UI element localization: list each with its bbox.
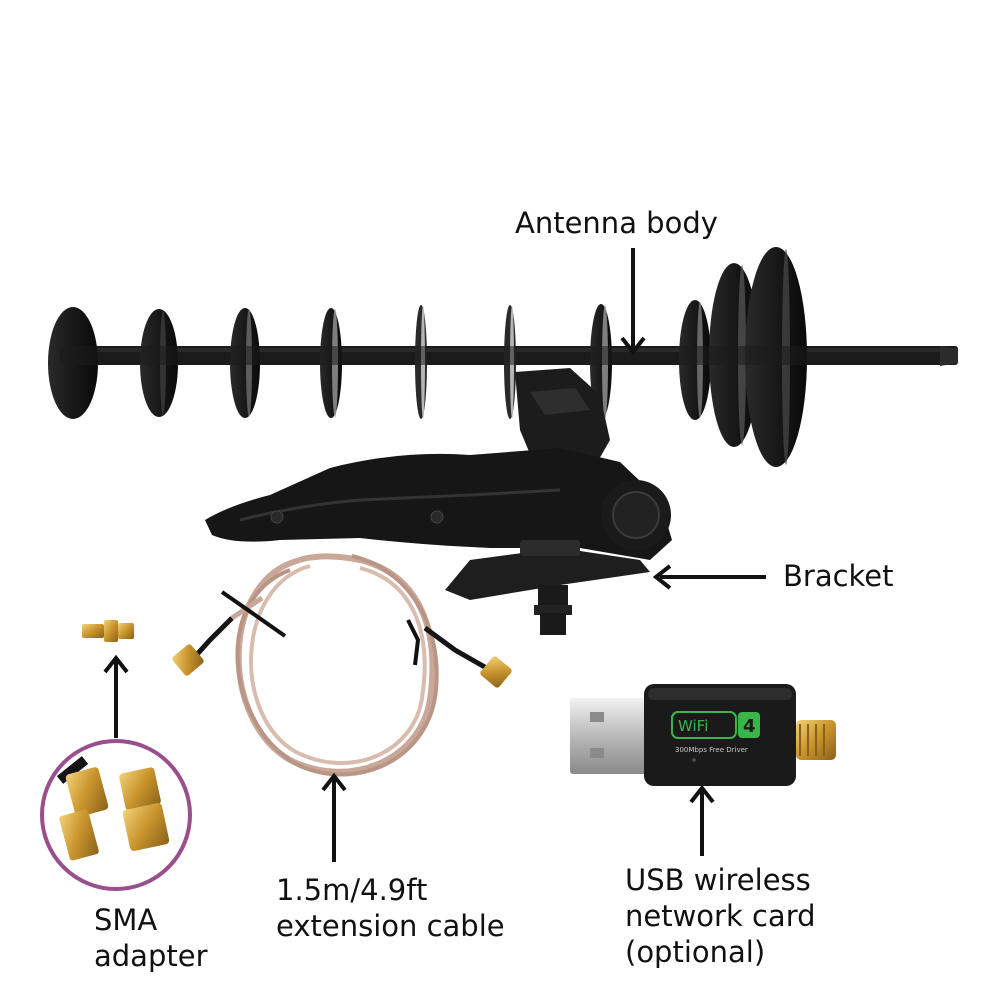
usb-plug	[570, 698, 650, 774]
label-bracket: Bracket	[783, 558, 894, 594]
arrow-cable	[321, 772, 347, 862]
label-cable-line1: 1.5m/4.9ft	[276, 873, 428, 907]
usb-wireless-card: WiFi 4 300Mbps Free Driver	[570, 684, 836, 786]
label-cable-line2: extension cable	[276, 909, 505, 943]
label-bracket-text: Bracket	[783, 559, 894, 593]
label-antenna-body-text: Antenna body	[515, 206, 718, 240]
label-sma-line1: SMA	[94, 903, 158, 937]
arrow-antenna	[620, 248, 646, 356]
label-usb-line3: (optional)	[625, 935, 766, 969]
label-sma-adapter: SMA adapter	[94, 902, 208, 974]
label-usb-card: USB wireless network card (optional)	[625, 862, 816, 970]
label-usb-line1: USB wireless	[625, 863, 811, 897]
sma-adapter-closeup	[40, 739, 192, 891]
arrow-bracket	[652, 564, 766, 590]
arrow-sma	[103, 654, 129, 738]
antenna-body	[48, 247, 958, 467]
extension-cable	[172, 553, 512, 777]
usb-body	[644, 684, 796, 786]
wifi-logo	[671, 711, 737, 739]
arrow-usb	[689, 784, 715, 856]
wifi-logo-text: WiFi	[678, 717, 708, 735]
label-usb-line2: network card	[625, 899, 816, 933]
cable-connector	[172, 644, 204, 676]
label-extension-cable: 1.5m/4.9ft extension cable	[276, 872, 505, 944]
sma-adapter-small	[82, 620, 134, 642]
label-sma-line2: adapter	[94, 939, 208, 973]
wifi-spec-text: 300Mbps Free Driver	[675, 746, 748, 754]
cable-connector	[480, 656, 512, 688]
bracket	[205, 368, 672, 635]
wifi-generation: 4	[743, 716, 756, 737]
label-antenna-body: Antenna body	[515, 205, 718, 241]
